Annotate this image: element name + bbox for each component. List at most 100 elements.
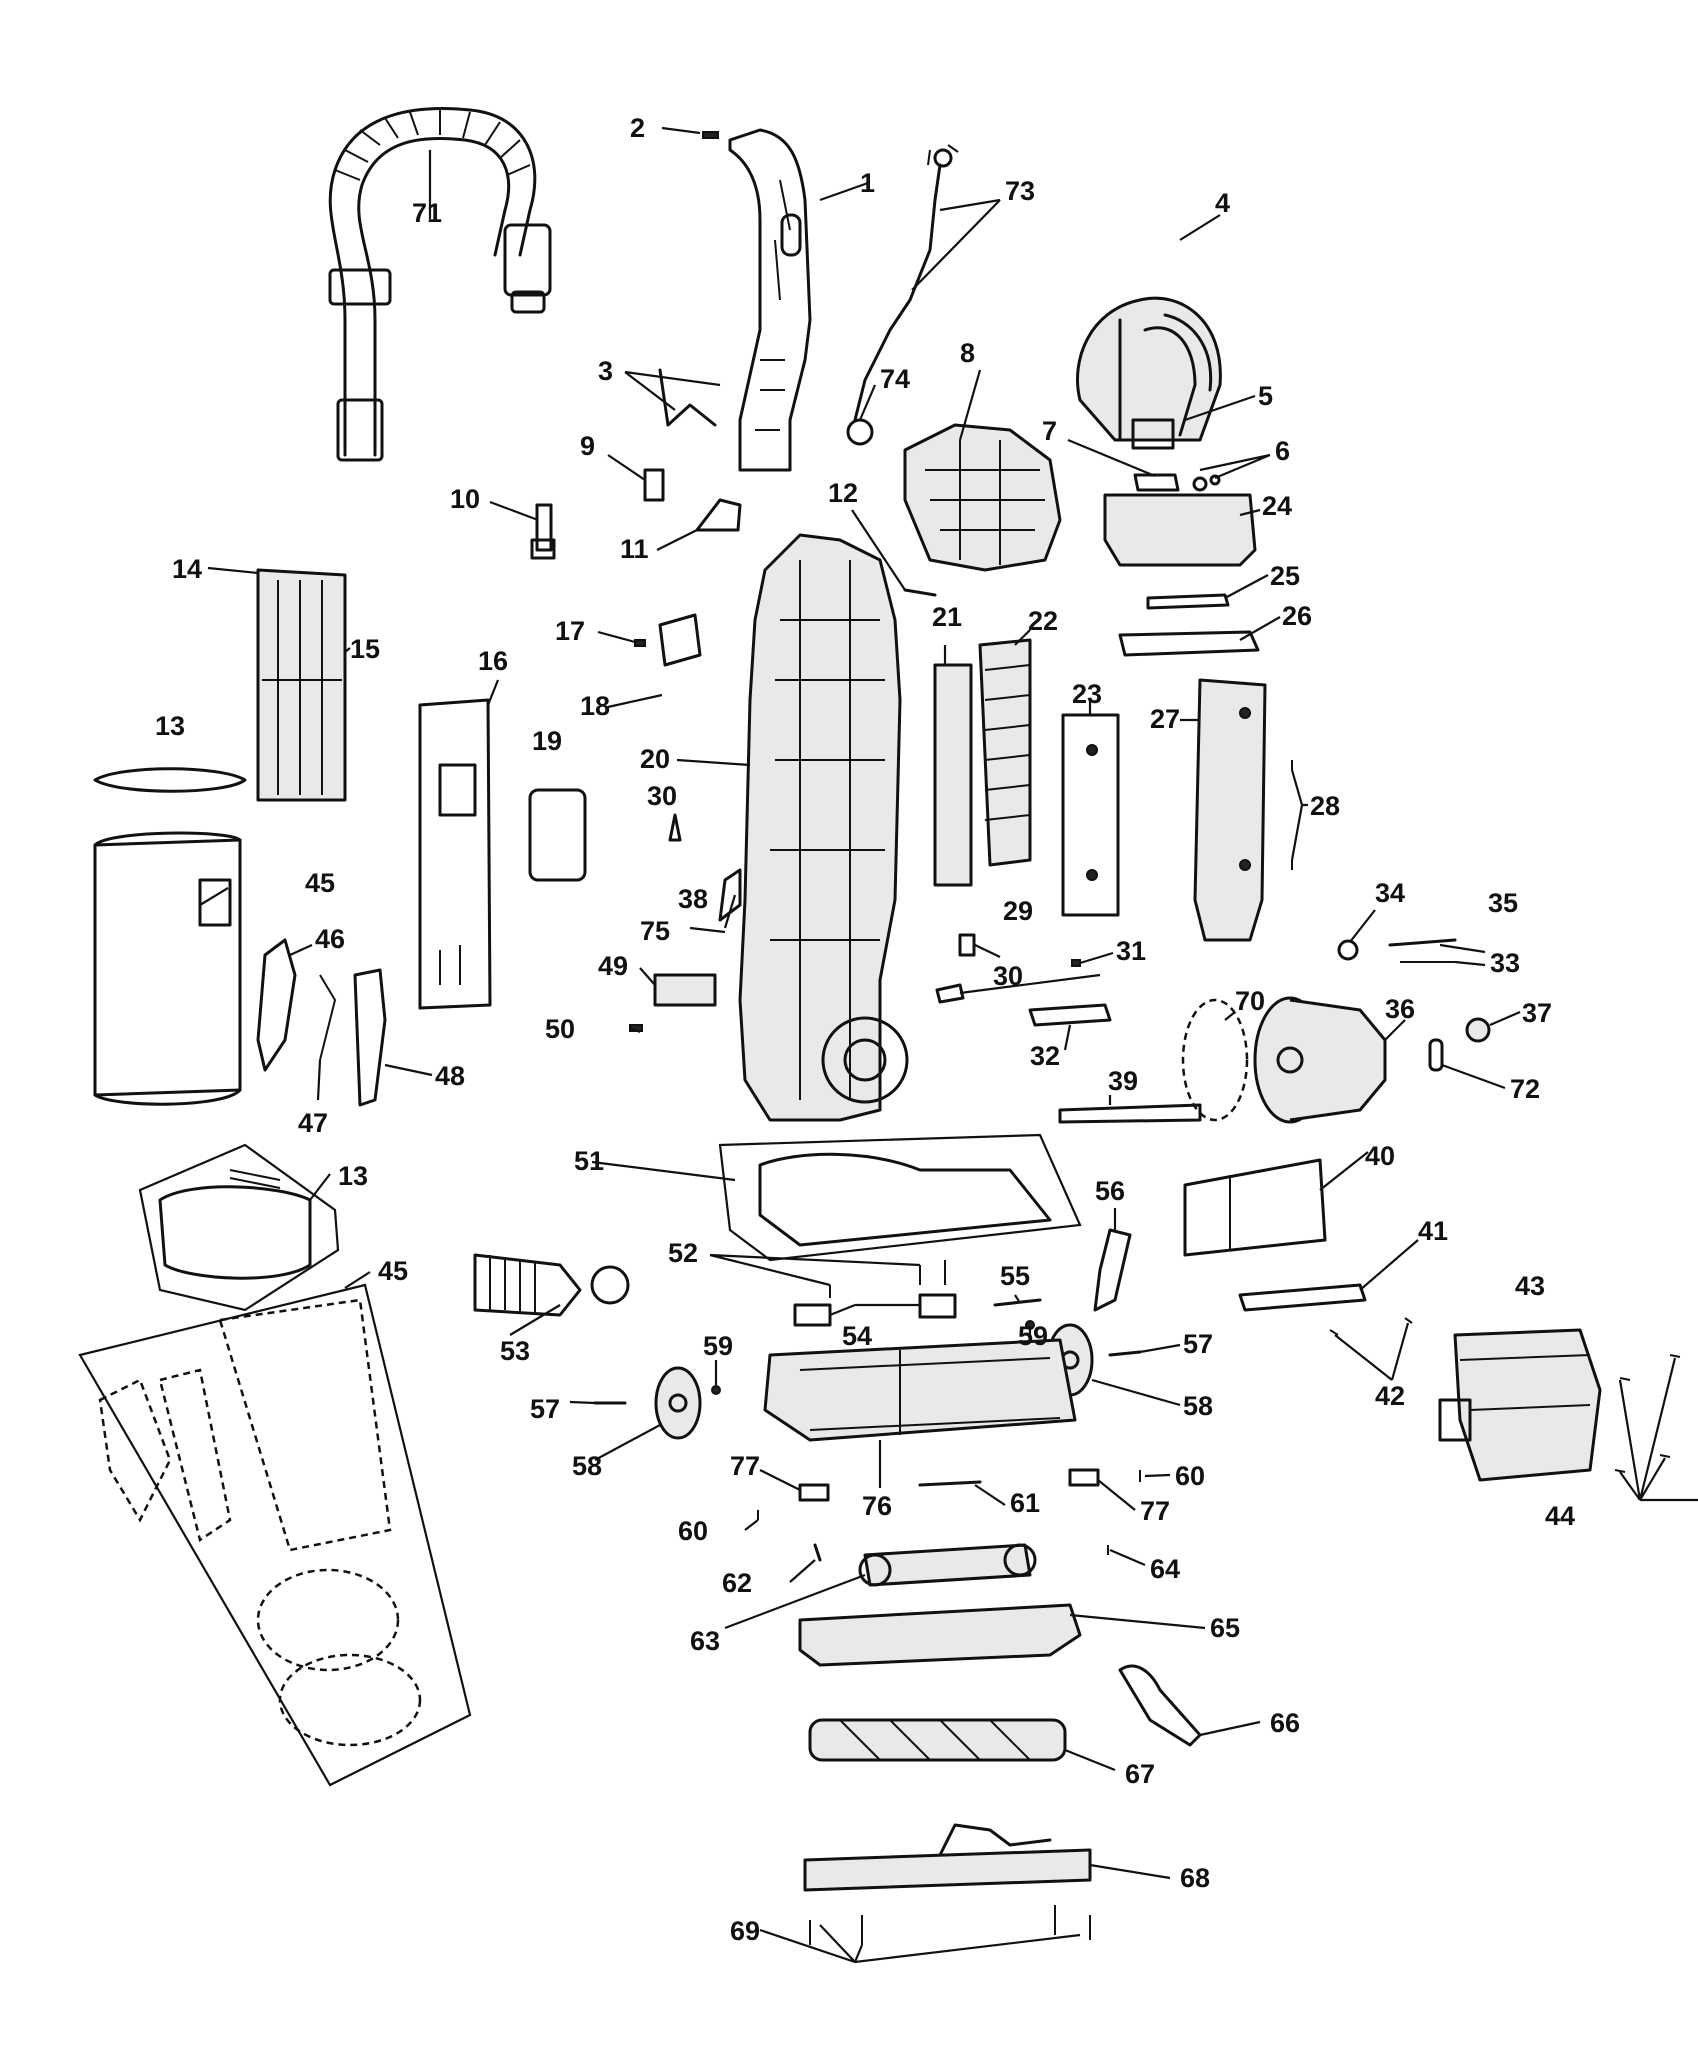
part-41 xyxy=(1238,1283,1367,1312)
callout-30: 30 xyxy=(647,781,677,811)
callout-61: 61 xyxy=(1010,1488,1040,1518)
callout-48: 48 xyxy=(435,1061,465,1091)
cover-part-24 xyxy=(1103,493,1257,567)
callout-46: 46 xyxy=(315,924,345,954)
callout-50: 50 xyxy=(545,1014,575,1044)
callout-56: 56 xyxy=(1095,1176,1125,1206)
callout-6: 6 xyxy=(1275,436,1290,466)
grille-part-22 xyxy=(978,638,1032,867)
belt-part-66 xyxy=(1118,1664,1202,1747)
callout-67: 67 xyxy=(1125,1759,1155,1789)
callout-5: 5 xyxy=(1258,381,1273,411)
callout-32: 32 xyxy=(1030,1041,1060,1071)
gasket-part-19 xyxy=(528,788,587,882)
part-38 xyxy=(718,868,742,922)
callout-19: 19 xyxy=(532,726,562,756)
callout-57: 57 xyxy=(530,1394,560,1424)
callout-9: 9 xyxy=(580,431,595,461)
callout-29: 29 xyxy=(1003,896,1033,926)
base-housing-part xyxy=(718,1133,1082,1262)
sole-plate-part-68 xyxy=(803,1823,1092,1892)
callout-10: 10 xyxy=(450,484,480,514)
plate-part-16 xyxy=(418,698,492,1010)
callout-37: 37 xyxy=(1522,998,1552,1028)
callout-76: 76 xyxy=(862,1491,892,1521)
callout-52: 52 xyxy=(668,1238,698,1268)
callout-21: 21 xyxy=(932,602,962,632)
agitator-end-part xyxy=(473,1253,630,1317)
axle-part-57b xyxy=(1108,1350,1142,1357)
callout-11: 11 xyxy=(620,534,649,564)
seal-part-25 xyxy=(1146,593,1230,610)
callout-43: 43 xyxy=(1515,1271,1545,1301)
screws-part-28 xyxy=(1290,760,1304,870)
dirt-cup-part xyxy=(93,831,242,1106)
callout-2: 2 xyxy=(630,113,645,143)
filter-part-21 xyxy=(933,663,973,887)
callout-3: 3 xyxy=(598,356,613,386)
part-37 xyxy=(1465,1017,1491,1043)
callout-40: 40 xyxy=(1365,1141,1395,1171)
callout-13-inset: 13 xyxy=(338,1161,368,1191)
part-49 xyxy=(653,973,717,1007)
callout-68: 68 xyxy=(1180,1863,1210,1893)
callout-labels: 1 2 3 4 5 6 7 8 9 10 11 12 13 13 14 15 1… xyxy=(155,113,1575,1946)
callout-14: 14 xyxy=(172,554,202,584)
inset-box-45 xyxy=(78,1283,472,1787)
callout-12: 12 xyxy=(828,478,858,508)
callout-51: 51 xyxy=(574,1146,604,1176)
duct-part-40 xyxy=(1183,1158,1327,1257)
part-77b xyxy=(1068,1468,1100,1487)
handle-part xyxy=(728,128,812,472)
bracket-part-3 xyxy=(658,368,717,427)
part-59a xyxy=(711,1385,721,1395)
callout-24: 24 xyxy=(1262,491,1292,521)
part-29 xyxy=(958,933,976,957)
hose-part xyxy=(328,107,552,462)
spring-part-47 xyxy=(319,974,337,1061)
callout-42: 42 xyxy=(1375,1381,1405,1411)
callout-62: 62 xyxy=(722,1568,752,1598)
cover-part-27 xyxy=(1193,678,1267,942)
part-62 xyxy=(813,1543,822,1562)
callout-55: 55 xyxy=(1000,1261,1030,1291)
axle-part-63 xyxy=(858,1543,1037,1587)
callout-1: 1 xyxy=(860,168,875,198)
screw-part-17 xyxy=(634,639,646,647)
screw-part-2 xyxy=(702,131,719,139)
callout-36: 36 xyxy=(1385,994,1415,1024)
callout-30b: 30 xyxy=(993,961,1023,991)
callout-23: 23 xyxy=(1072,679,1102,709)
callout-47: 47 xyxy=(298,1108,328,1138)
callout-66: 66 xyxy=(1270,1708,1300,1738)
filter-frame-part-15 xyxy=(256,568,347,802)
callout-38: 38 xyxy=(678,884,708,914)
callout-44: 44 xyxy=(1545,1501,1575,1531)
motor-housing-part-43 xyxy=(1438,1328,1602,1482)
callout-58: 58 xyxy=(572,1451,602,1481)
main-body-part xyxy=(738,533,909,1122)
pedal-part-10 xyxy=(530,503,556,560)
callout-72: 72 xyxy=(1510,1074,1540,1104)
callout-71: 71 xyxy=(412,198,442,228)
callout-25: 25 xyxy=(1270,561,1300,591)
part-46 xyxy=(256,938,297,1072)
screw-part-31 xyxy=(1071,959,1081,967)
callout-70: 70 xyxy=(1235,986,1265,1016)
part-11 xyxy=(695,498,742,532)
callout-45: 45 xyxy=(305,868,335,898)
brushroll-part-67 xyxy=(808,1718,1067,1762)
screws-part-69 xyxy=(809,1905,1091,1945)
callout-54: 54 xyxy=(842,1321,872,1351)
leader-lines xyxy=(199,126,1698,1964)
part-shapes xyxy=(78,107,1681,1945)
callout-65: 65 xyxy=(1210,1613,1240,1643)
callout-63: 63 xyxy=(690,1626,720,1656)
callout-16: 16 xyxy=(478,646,508,676)
gasket-part-70 xyxy=(1181,998,1249,1122)
part-30b xyxy=(935,983,965,1004)
callout-58b: 58 xyxy=(1183,1391,1213,1421)
callout-77: 77 xyxy=(730,1451,760,1481)
part-35 xyxy=(1388,938,1457,947)
callout-45-inset: 45 xyxy=(378,1256,408,1286)
